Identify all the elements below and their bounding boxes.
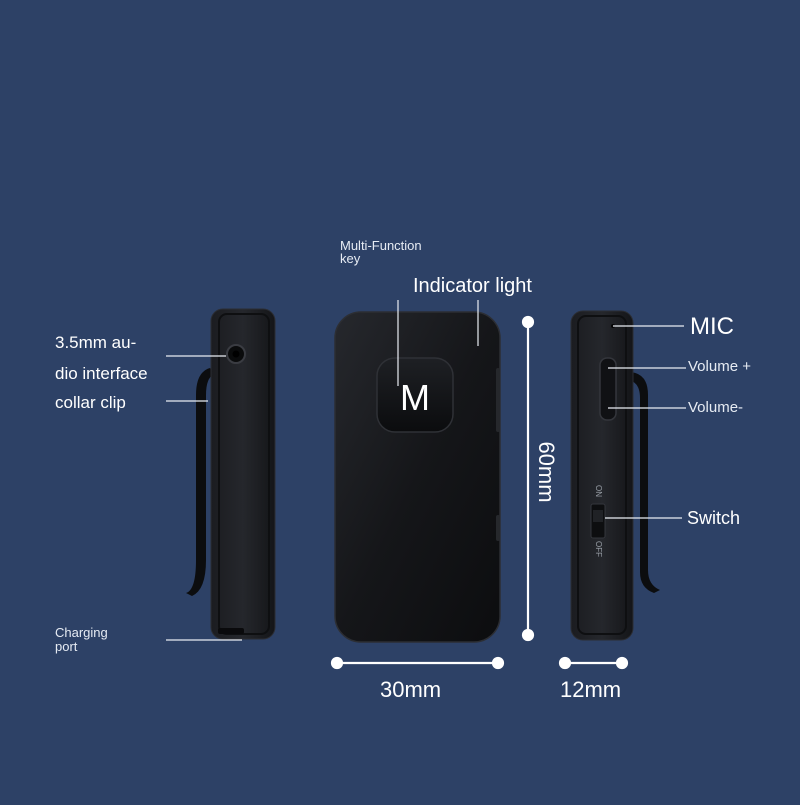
height-dimension-label: 60mm bbox=[534, 441, 559, 502]
right-side-view: ON OFF bbox=[570, 310, 660, 641]
front-view: M bbox=[334, 311, 501, 643]
volume-rocker bbox=[599, 357, 617, 421]
switch-off-label: OFF bbox=[594, 541, 603, 557]
left-side-view bbox=[186, 308, 276, 640]
right-device-body bbox=[570, 310, 634, 641]
collar-clip bbox=[186, 368, 214, 596]
depth-dimension-label: 12mm bbox=[560, 677, 622, 702]
dimension-lines bbox=[330, 315, 629, 670]
leader-lines bbox=[166, 300, 686, 641]
volume-plus-label: Volume + bbox=[688, 358, 751, 375]
indicator-light-label: Indicator light bbox=[413, 275, 532, 297]
width-dimension-label: 30mm bbox=[380, 677, 442, 702]
charging-port-slot bbox=[218, 628, 244, 634]
collar-clip-label: collar clip bbox=[55, 393, 126, 412]
audio-interface-label-line1: 3.5mm au- bbox=[55, 333, 137, 352]
audio-interface-label-line2: dio interface bbox=[55, 364, 148, 383]
volume-minus-label: Volume- bbox=[688, 399, 744, 416]
switch-label: Switch bbox=[687, 508, 741, 528]
multi-function-button bbox=[376, 357, 454, 433]
right-clip bbox=[628, 372, 660, 593]
mic-label: MIC bbox=[690, 313, 734, 340]
button-letter: M bbox=[400, 377, 430, 418]
switch-on-label: ON bbox=[594, 485, 603, 497]
charging-port-label: Charging port bbox=[55, 625, 108, 654]
multi-function-key-label: Multi-Function key bbox=[340, 238, 422, 266]
left-device-body bbox=[210, 308, 276, 640]
